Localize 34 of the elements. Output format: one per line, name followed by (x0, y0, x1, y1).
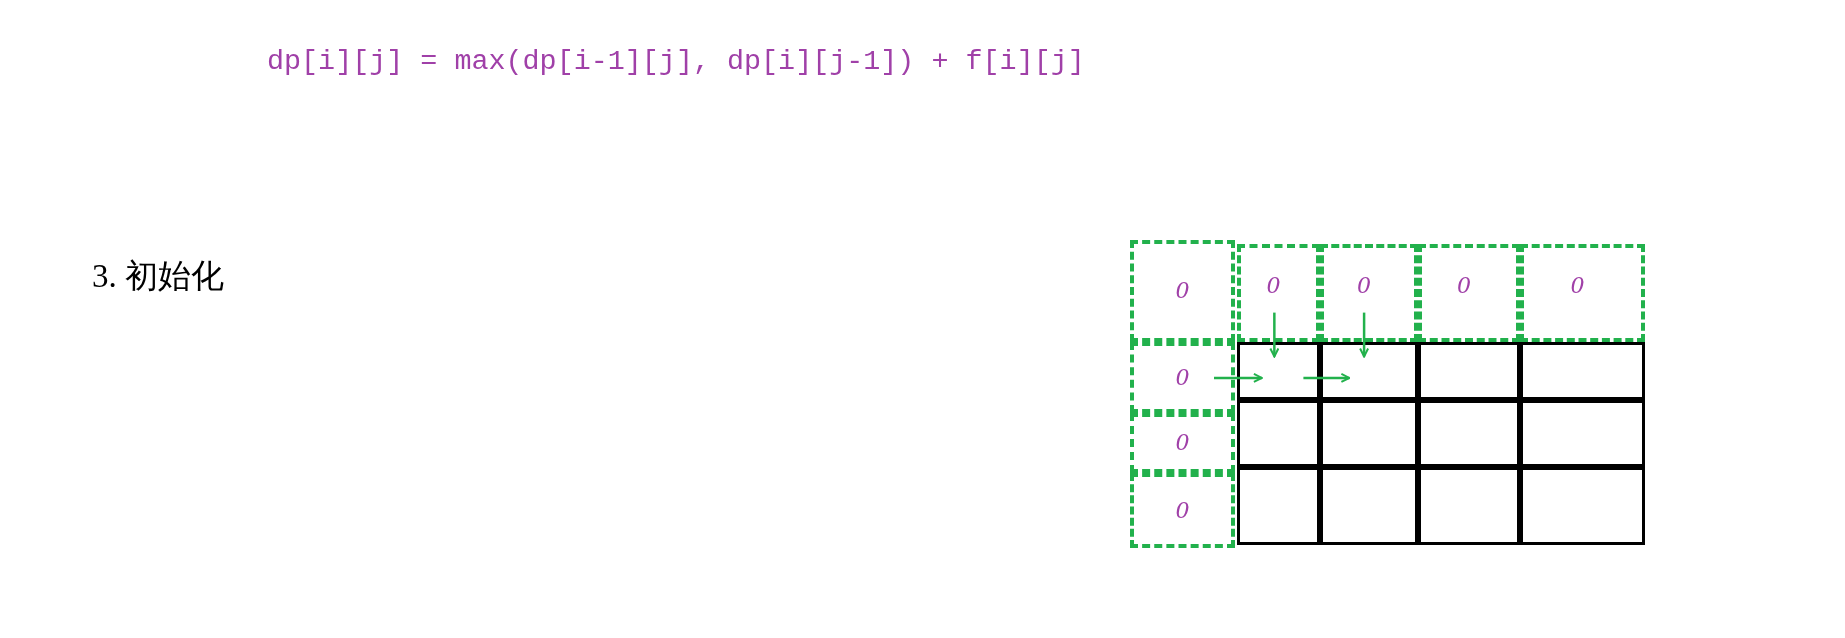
init-cell (1237, 244, 1320, 342)
init-cell (1130, 473, 1235, 548)
arrow (1303, 372, 1351, 383)
table-cell (1320, 467, 1418, 545)
section-heading: 3. 初始化 (92, 257, 224, 296)
cell-value: 0 (1357, 275, 1371, 297)
table-cell (1418, 342, 1520, 400)
cell-value: 0 (1570, 275, 1585, 297)
table-cell (1237, 400, 1320, 467)
table-cell (1320, 342, 1418, 400)
arrow (1359, 312, 1370, 358)
table-cell (1418, 467, 1520, 545)
arrow (1269, 312, 1280, 358)
cell-value: 0 (1457, 275, 1471, 297)
table-cell (1418, 400, 1520, 467)
init-cell (1130, 342, 1235, 413)
cell-value: 0 (1266, 275, 1281, 297)
init-cell (1320, 244, 1418, 342)
cell-value: 0 (1175, 432, 1190, 454)
init-cell (1520, 244, 1645, 342)
cell-value: 0 (1175, 499, 1190, 522)
table-cell (1320, 400, 1418, 467)
init-cell (1130, 240, 1235, 342)
table-cell (1237, 467, 1320, 545)
formula-text: dp[i][j] = max(dp[i-1][j], dp[i][j-1]) + f[i][j] (267, 44, 1085, 80)
table-cell (1520, 467, 1645, 545)
cell-value: 0 (1175, 280, 1190, 302)
arrow (1214, 372, 1263, 383)
table-cell (1520, 400, 1645, 467)
table-cell (1237, 342, 1320, 400)
init-cell (1418, 244, 1520, 342)
table-cell (1520, 342, 1645, 400)
cell-value: 0 (1175, 366, 1190, 389)
init-cell (1130, 413, 1235, 473)
